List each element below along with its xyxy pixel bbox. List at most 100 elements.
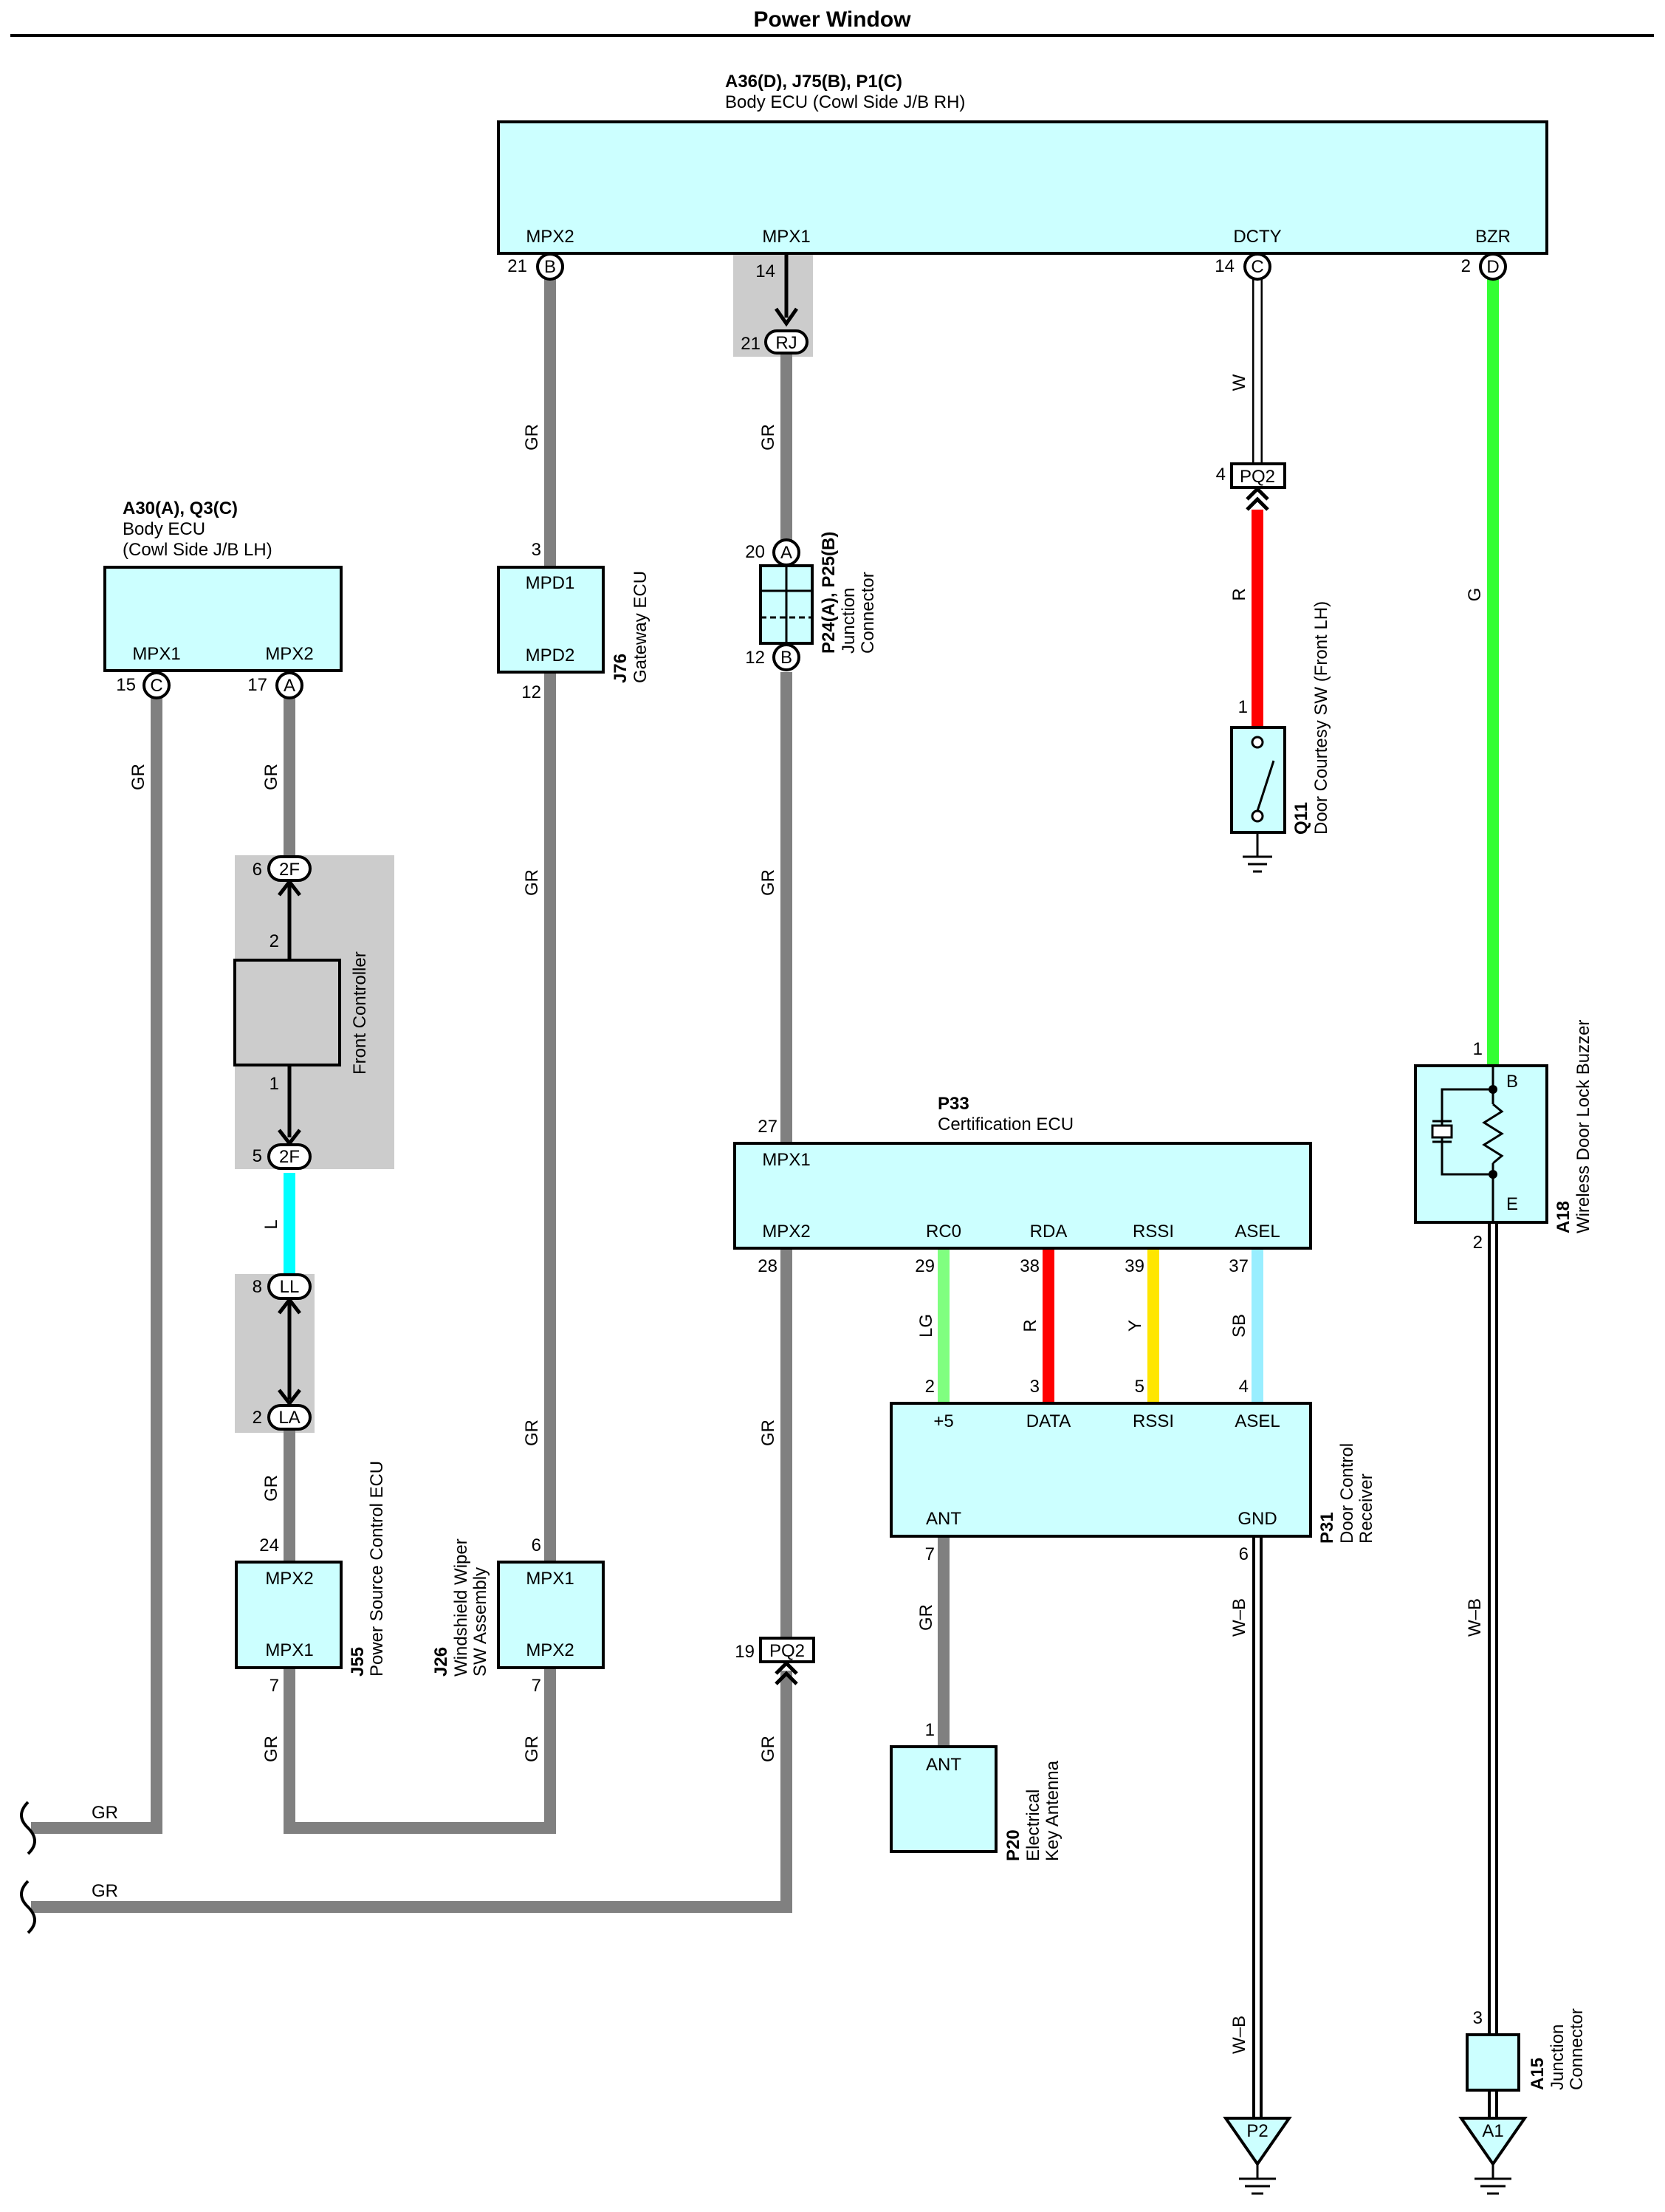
- junction-a15: [1466, 2033, 1520, 2092]
- gateway-ecu: [497, 566, 605, 674]
- wire-gr-a30-mpx1: [31, 698, 162, 1834]
- antenna-num: 1: [925, 1720, 935, 1740]
- buzzer-num-e: 2: [1473, 1233, 1483, 1253]
- courtesy-code: Q11: [1291, 802, 1311, 835]
- front-controller-conn-top: 6 2F: [253, 855, 312, 960]
- buzzer-num-b: 1: [1473, 1039, 1483, 1059]
- door-control-receiver: [890, 1402, 1312, 1538]
- front-controller-pin-bot: 1: [270, 1074, 279, 1094]
- wiper-name1: Windshield Wiper: [451, 1538, 471, 1677]
- la-num: 2: [253, 1408, 262, 1428]
- junction-pin-a: A: [780, 543, 792, 563]
- cert-num-rssi: 39: [1125, 1256, 1144, 1276]
- rj-label: RJ: [775, 333, 797, 353]
- body-ecu-lh-name2: (Cowl Side J/B LH): [123, 540, 272, 560]
- pin-number: 14: [755, 261, 775, 281]
- rcv-pin-asel: ASEL: [1235, 1411, 1280, 1431]
- pq2-upper-connector: 4 PQ2: [1216, 462, 1286, 511]
- wire-label-wb-3: W–B: [1229, 2016, 1249, 2054]
- cert-mpx2-num: 28: [758, 1256, 777, 1276]
- cert-num-rda: 38: [1020, 1256, 1040, 1276]
- pq2-lower-connector: 19 PQ2: [735, 1637, 815, 1685]
- wire-label-y: Y: [1125, 1320, 1145, 1332]
- front-controller-box: [233, 959, 341, 1066]
- junction-pin-a-num: 20: [745, 542, 765, 562]
- pin-mpx1-lh: 15 C: [116, 671, 171, 699]
- courtesy-name: Door Courtesy SW (Front LH): [1311, 601, 1331, 835]
- electrical-key-antenna: [890, 1745, 998, 1853]
- cert-mpx1: MPX1: [762, 1150, 810, 1170]
- j55-num1: 24: [259, 1535, 279, 1555]
- cert-mpx2: MPX2: [762, 1222, 810, 1242]
- a15-code: A15: [1528, 2058, 1548, 2090]
- rcv-code: P31: [1317, 1512, 1337, 1544]
- gateway-pin1: MPD1: [526, 573, 575, 593]
- wire-label-gr-4: GR: [758, 869, 778, 896]
- door-courtesy-switch: [1230, 726, 1286, 873]
- wire-label-gr-5: GR: [128, 764, 148, 790]
- wire-label-gr-13: GR: [916, 1604, 936, 1631]
- rcv-pin-data: DATA: [1026, 1411, 1071, 1431]
- body-ecu-lh-name1: Body ECU: [123, 519, 205, 539]
- ll-num: 8: [253, 1277, 262, 1297]
- cert-code: P33: [938, 1094, 969, 1114]
- wiper-num2: 7: [532, 1676, 541, 1696]
- pin-number: 21: [507, 256, 527, 276]
- courtesy-pin: 1: [1238, 697, 1248, 717]
- antenna-code: P20: [1003, 1829, 1023, 1861]
- rcv-num-asel: 4: [1239, 1377, 1249, 1397]
- wire-label-wb-2: W–B: [1465, 1598, 1485, 1637]
- wire-label-gr-2: GR: [758, 424, 778, 451]
- wire-label-gr-h2: GR: [92, 1881, 118, 1901]
- junction-pin-b: B: [780, 648, 792, 668]
- wiper-pin2: MPX2: [526, 1640, 574, 1660]
- junction-p24: 20 A 12 B: [745, 538, 814, 671]
- body-ecu-rh-name: Body ECU (Cowl Side J/B RH): [725, 92, 965, 112]
- wiper-sw-assembly: [497, 1561, 605, 1669]
- page-title: Power Window: [753, 7, 911, 32]
- wire-label-w: W: [1229, 374, 1249, 391]
- connector-letter: A: [284, 676, 295, 696]
- pin-number: 17: [247, 675, 267, 695]
- rj-number: 21: [741, 334, 761, 354]
- cert-num-asel: 37: [1229, 1256, 1249, 1276]
- junction-p24-name1: Junction: [839, 588, 859, 654]
- a15-name2: Connector: [1567, 2008, 1587, 2090]
- rj-connector: 21 RJ: [741, 329, 809, 355]
- buzzer-pin-e: E: [1506, 1194, 1518, 1214]
- cert-pin-rssi: RSSI: [1133, 1222, 1174, 1242]
- buzzer-name: Wireless Door Lock Buzzer: [1573, 1020, 1593, 1233]
- body-ecu-rh-pin-dcty-label: DCTY: [1233, 227, 1281, 247]
- ground-a1: A1: [1458, 2117, 1528, 2195]
- certification-ecu: [733, 1142, 1312, 1250]
- wire-label-sb: SB: [1229, 1314, 1249, 1338]
- body-ecu-rh-pin-bzr-label: BZR: [1475, 227, 1511, 247]
- pin-number: 2: [1461, 256, 1471, 276]
- body-ecu-lh: [103, 566, 343, 672]
- rcv-num-gnd: 6: [1239, 1544, 1249, 1564]
- pin-dcty-rh: 14 C: [1215, 253, 1271, 281]
- wiper-code: J26: [431, 1647, 451, 1677]
- wire-label-gr-6: GR: [261, 764, 281, 790]
- body-ecu-lh-mpx1: MPX1: [132, 644, 180, 664]
- rcv-num-rssi: 5: [1135, 1377, 1144, 1397]
- wireless-door-lock-buzzer: B E: [1414, 1064, 1548, 1224]
- pq2-label: PQ2: [1240, 467, 1275, 487]
- junction-pin-b-num: 12: [745, 648, 765, 668]
- pin-number: 15: [116, 675, 136, 695]
- conn-num: 6: [253, 860, 262, 880]
- front-controller-conn-bot: 5 2F: [253, 1065, 312, 1170]
- cert-name: Certification ECU: [938, 1114, 1074, 1134]
- pin-number: 14: [1215, 256, 1235, 276]
- wire-label-g: G: [1465, 588, 1485, 602]
- wire-label-gr-7: GR: [261, 1475, 281, 1502]
- gateway-code: J76: [611, 654, 631, 683]
- rcv-name1: Door Control: [1337, 1443, 1357, 1544]
- wire-label-gr-9: GR: [758, 1420, 778, 1446]
- wire-label-r-courtesy: R: [1229, 588, 1249, 600]
- wiper-num1: 6: [532, 1535, 541, 1555]
- pq2-lower-num: 19: [735, 1642, 755, 1662]
- cert-pin-rc0: RC0: [926, 1222, 961, 1242]
- cert-pin-rda: RDA: [1030, 1222, 1068, 1242]
- j55-pin1: MPX2: [265, 1569, 313, 1589]
